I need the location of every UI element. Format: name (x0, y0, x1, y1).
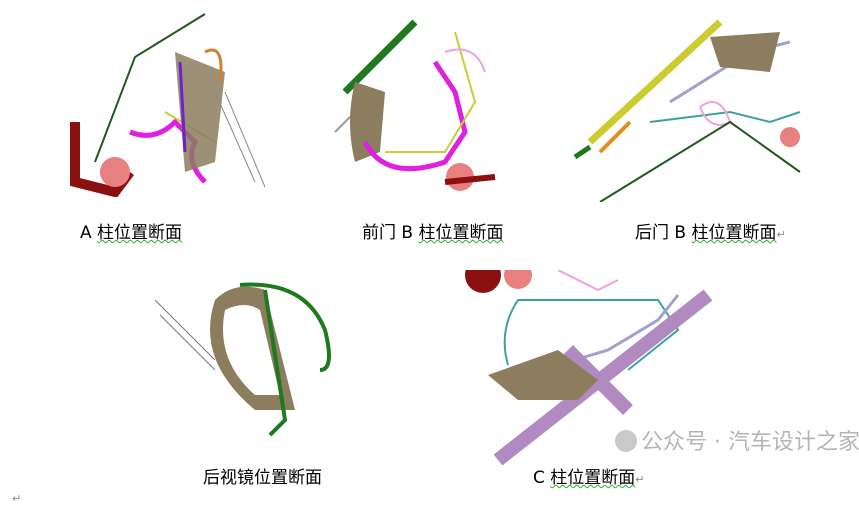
rear-door-b-pillar-section-image (573, 19, 801, 202)
paragraph-mark: ↵ (12, 492, 22, 505)
mirror-section-image (155, 282, 331, 437)
caption-mirror: 后视镜位置断面 (203, 468, 322, 488)
front-door-b-pillar-section-image (334, 19, 496, 191)
a-pillar-section-image (70, 13, 266, 197)
caption-rear-door-b-pillar: 后门 B 柱位置断面↵ (635, 223, 786, 243)
caption-front-door-b-pillar: 前门 B 柱位置断面 (362, 223, 504, 243)
wechat-logo-icon (615, 430, 637, 452)
c-pillar-section-image (465, 270, 713, 465)
watermark: 公众号 · 汽车设计之家 (615, 430, 859, 456)
caption-c-pillar: C 柱位置断面↵ (533, 468, 645, 488)
caption-a-pillar: A 柱位置断面 (80, 223, 183, 243)
